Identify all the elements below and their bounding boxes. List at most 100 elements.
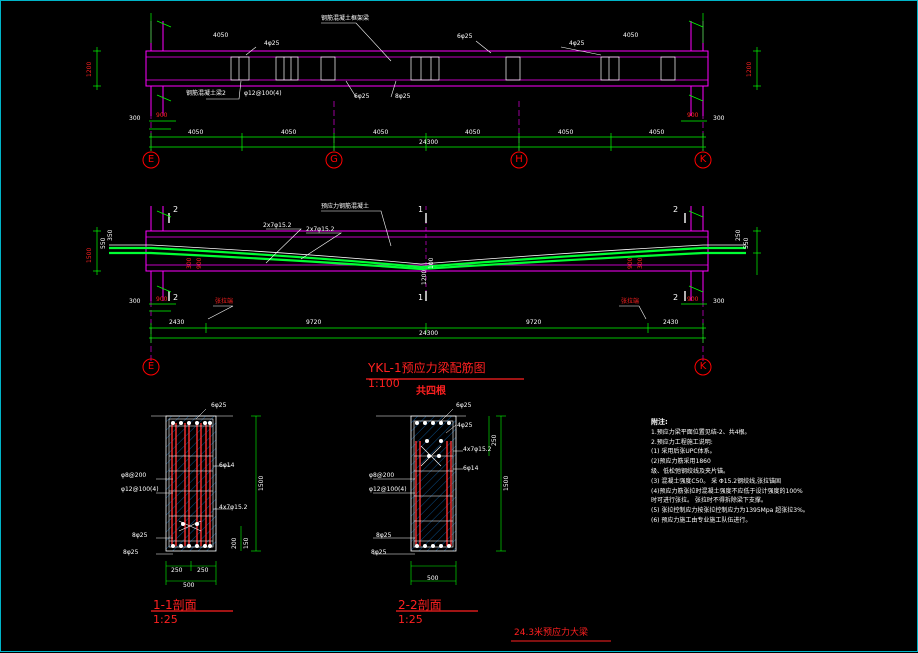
pre-support-w-right: 900: [687, 296, 699, 303]
s1-tendon: 4x7φ15.2: [219, 504, 248, 511]
drawing-scale: 1:100: [368, 377, 400, 390]
axis-k-elev: K: [699, 154, 707, 165]
elev-support-w-left: 900: [156, 112, 168, 119]
dim-ticks: [150, 133, 704, 151]
notes-heading: 附注:: [651, 418, 668, 426]
pre-dim-3: 9720: [526, 319, 542, 326]
pre-anchor-left-b: 900: [196, 257, 203, 269]
s1-dim-small2: 150: [243, 537, 250, 549]
elev-top-span-right: 4050: [623, 32, 639, 39]
pre-support-left: 300: [129, 298, 141, 305]
s1-width-b: 250: [197, 567, 209, 574]
elev-support-left: 300: [129, 115, 141, 122]
elev-span-3: 4050: [373, 129, 389, 136]
s1-width-total: 500: [183, 582, 195, 589]
pre-end-note-left: 张拉端: [215, 298, 234, 305]
pre-total: 24300: [419, 330, 439, 337]
axis-h-elev: H: [515, 154, 523, 165]
elev-span-4: 4050: [465, 129, 481, 136]
elev-stirrup: φ12@100(4): [244, 90, 282, 97]
pre-dim-2: 9720: [306, 319, 322, 326]
s1-bot-bar2: 8φ25: [123, 549, 139, 556]
section-2-2: [373, 408, 506, 612]
pre-mid-dim: 100: [428, 257, 435, 269]
notes-block: 附注: 1.预应力梁平面位置见结-2、共4根。 2.预应力工程施工说明: (1)…: [651, 418, 911, 526]
s2-title: 2-2剖面: [398, 598, 442, 612]
s2-top-bar: 6φ25: [456, 402, 472, 409]
elev-bot-bar-b: 8φ25: [395, 93, 411, 100]
note-line: 1.预应力梁平面位置见结-2、共4根。: [651, 428, 751, 436]
note-line: (1) 采用后张UPC体系。: [651, 448, 716, 456]
pre-note: 预应力钢筋混凝土: [321, 203, 370, 210]
note-line: (3) 混凝土强度C50。 采 Φ15.2钢绞线,张拉锚固: [651, 477, 782, 485]
note-line: (2)预应力筋采用1860: [651, 458, 711, 466]
pre-ecc-left-b: 350: [107, 229, 114, 241]
elev-height-left: 1200: [86, 61, 93, 77]
elevation-view: [93, 13, 761, 169]
elev-span-1: 4050: [188, 129, 204, 136]
s2-stirrup2: φ12@100(4): [369, 486, 407, 493]
pre-sec-top-left: 2: [173, 205, 179, 214]
pre-dim-4: 2430: [663, 319, 679, 326]
note-line: (6) 预应力施工由专业施工队伍进行。: [651, 516, 752, 524]
elev-height-right: 1200: [746, 61, 753, 77]
stirrup-marks: [230, 56, 676, 81]
note-line: 2.预应力工程施工说明:: [651, 438, 713, 446]
pre-tendon-b: 2x7φ15.2: [306, 226, 335, 233]
s1-width-a: 250: [171, 567, 183, 574]
pre-sec-top-mid: 1: [418, 205, 424, 214]
pre-sec-bot-mid: 1: [418, 293, 424, 302]
pre-ecc-right-a: 250: [735, 229, 742, 241]
elev-span-2: 4050: [281, 129, 297, 136]
beam-outline: [145, 50, 709, 87]
s2-dim-right: 250: [491, 434, 498, 446]
footer-title: 24.3米预应力大梁: [514, 628, 589, 638]
elev-span-5: 4050: [558, 129, 574, 136]
s2-scale: 1:25: [398, 613, 423, 626]
elev-note-top: 钢筋混凝土框架梁: [321, 15, 370, 22]
axis-e-pre: E: [147, 361, 155, 372]
pre-support-w-left: 900: [156, 296, 168, 303]
pre-height-left: 1500: [86, 247, 93, 263]
elev-top-bar-right: 4φ25: [569, 40, 585, 47]
elev-top-bar-left: 4φ25: [264, 40, 280, 47]
s1-top-bar: 6φ25: [211, 402, 227, 409]
elev-top-bar-mid: 6φ25: [457, 33, 473, 40]
s1-stirrup2: φ12@100(4): [121, 486, 159, 493]
s1-side-bar: 6φ14: [219, 462, 235, 469]
pre-sec-bot-left: 2: [173, 293, 179, 302]
s2-stirrup1: φ8@200: [369, 472, 395, 479]
elev-support-right: 300: [713, 115, 725, 122]
section-1-1: [151, 408, 261, 612]
elev-support-w-right: 900: [687, 112, 699, 119]
elev-top-span-left: 4050: [213, 32, 229, 39]
s1-dim-small: 200: [231, 537, 238, 549]
s2-tendon: 4x7φ15.2: [463, 446, 492, 453]
s1-height: 1500: [258, 475, 265, 491]
drawing-title: YKL-1预应力梁配筋图: [368, 361, 486, 375]
elev-stirrup-note: 钢筋混凝土梁2: [186, 90, 226, 97]
pre-anchor-left-a: 300: [186, 257, 193, 269]
axis-k-pre: K: [699, 361, 707, 372]
pre-tendon-a: 2x7φ15.2: [263, 222, 292, 229]
pre-sec-top-right: 2: [673, 205, 679, 214]
elev-total: 24300: [419, 139, 439, 146]
pre-ecc-right-b: 550: [743, 237, 750, 249]
s2-top-bar2: 4φ25: [457, 422, 473, 429]
pre-sec-bot-right: 2: [673, 293, 679, 302]
s1-title: 1-1剖面: [153, 598, 197, 612]
prestress-view: [93, 206, 761, 376]
s2-bot-bar2: 8φ25: [371, 549, 387, 556]
pre-dim-1: 2430: [169, 319, 185, 326]
s1-scale: 1:25: [153, 613, 178, 626]
s2-height: 1500: [503, 475, 510, 491]
pre-anchor-right-a: 900: [627, 257, 634, 269]
axis-e-elev: E: [147, 154, 155, 165]
note-line: (5) 张拉控制应力按张拉控制应力为1395Mpa 超张拉3%。: [651, 507, 809, 515]
s1-bot-bar1: 8φ25: [132, 532, 148, 539]
pre-end-note-right: 张拉端: [621, 298, 640, 305]
tendon-profiles: [109, 246, 746, 271]
elev-bot-bar-a: 6φ25: [354, 93, 370, 100]
